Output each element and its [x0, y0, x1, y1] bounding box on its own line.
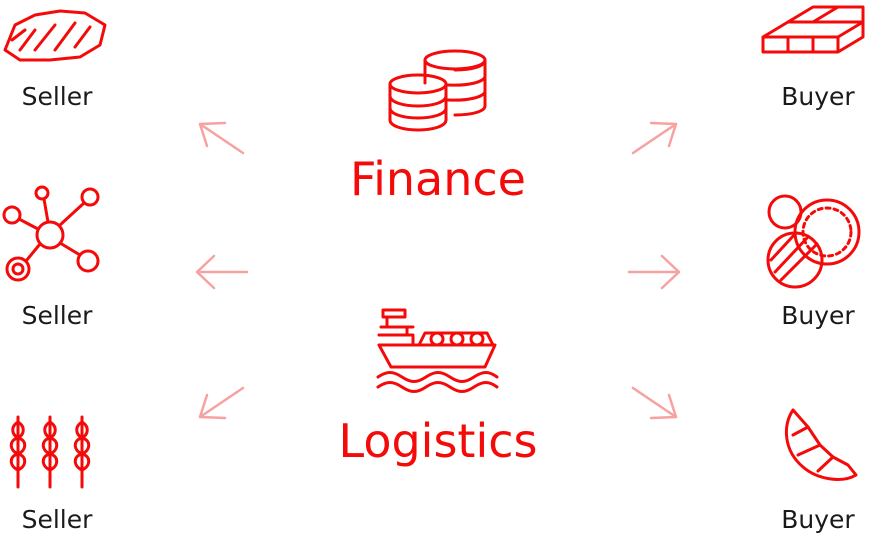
buyer-label: Buyer: [781, 82, 855, 111]
arrow-up-left-icon: [198, 121, 245, 155]
arrow-up-right-icon: [631, 121, 678, 155]
seller-label: Seller: [21, 505, 93, 534]
cargo-ship-icon: [376, 308, 499, 393]
buyer-label: Buyer: [781, 505, 855, 534]
arrow-down-left-icon: [198, 386, 245, 420]
buyer-label: Buyer: [781, 301, 855, 330]
arrow-right-icon: [627, 254, 681, 290]
ore-rock-icon: [3, 9, 107, 62]
arrow-down-right-icon: [631, 386, 678, 420]
chemical-molecule-icon: [2, 185, 100, 282]
coins-stack-icon: [388, 49, 487, 132]
logistics-heading: Logistics: [338, 414, 538, 468]
finance-heading: Finance: [350, 152, 526, 206]
croissant-icon: [784, 408, 858, 481]
arrow-left-icon: [195, 254, 249, 290]
cookies-icon: [766, 194, 861, 289]
bricks-icon: [761, 5, 865, 54]
seller-label: Seller: [21, 301, 93, 330]
seller-label: Seller: [21, 82, 93, 111]
wheat-grain-icon: [9, 415, 91, 489]
